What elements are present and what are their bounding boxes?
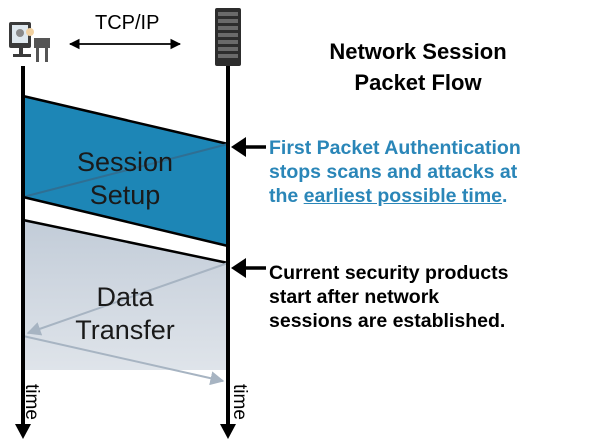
fpa-line-1: First Packet Authentication [269, 137, 521, 159]
session-setup-label: Session Setup [55, 146, 195, 212]
fpa-line-3-suffix: . [502, 185, 508, 207]
data-transfer-line-2: Transfer [75, 315, 175, 345]
data-transfer-band [23, 220, 228, 370]
fpa-line-3-prefix: the [269, 185, 304, 207]
current-products-annotation: Current security products start after ne… [269, 261, 508, 333]
client-time-axis-label: time [21, 384, 42, 420]
fpa-annotation: First Packet Authentication stops scans … [269, 136, 521, 208]
user-at-computer-icon [9, 22, 50, 62]
ack-packet-line [22, 195, 229, 248]
title-line-1: Network Session [329, 39, 507, 64]
syn-packet-line [22, 94, 229, 146]
title-line-2: Packet Flow [354, 70, 482, 95]
earliest-possible-time-link[interactable]: earliest possible time [303, 185, 503, 207]
data-transfer-label: Data Transfer [55, 281, 195, 347]
synack-packet-line [22, 143, 229, 198]
session-setup-line-1: Session [76, 147, 174, 177]
diagram-title: Network Session Packet Flow [288, 36, 548, 98]
first-data-packet-line [22, 218, 229, 265]
data-forward-arrow [22, 335, 225, 386]
data-transfer-line-1: Data [96, 282, 154, 312]
fpa-line-3: the earliest possible time. [269, 184, 521, 208]
current-pointer-arrow [231, 258, 266, 278]
current-line-2: start after network [269, 286, 440, 308]
fpa-line-2: stops scans and attacks at [269, 161, 518, 183]
server-time-axis-label: time [229, 384, 250, 420]
server-tower-icon [215, 8, 241, 66]
current-line-3: sessions are established. [269, 310, 506, 332]
server-timeline-arrowhead [220, 424, 236, 439]
protocol-label: TCP/IP [95, 12, 160, 34]
client-timeline-arrowhead [15, 424, 31, 439]
fpa-pointer-arrow [231, 137, 266, 157]
session-setup-line-2: Setup [89, 180, 161, 210]
data-reply-arrow [26, 262, 229, 336]
current-line-1: Current security products [269, 262, 509, 284]
